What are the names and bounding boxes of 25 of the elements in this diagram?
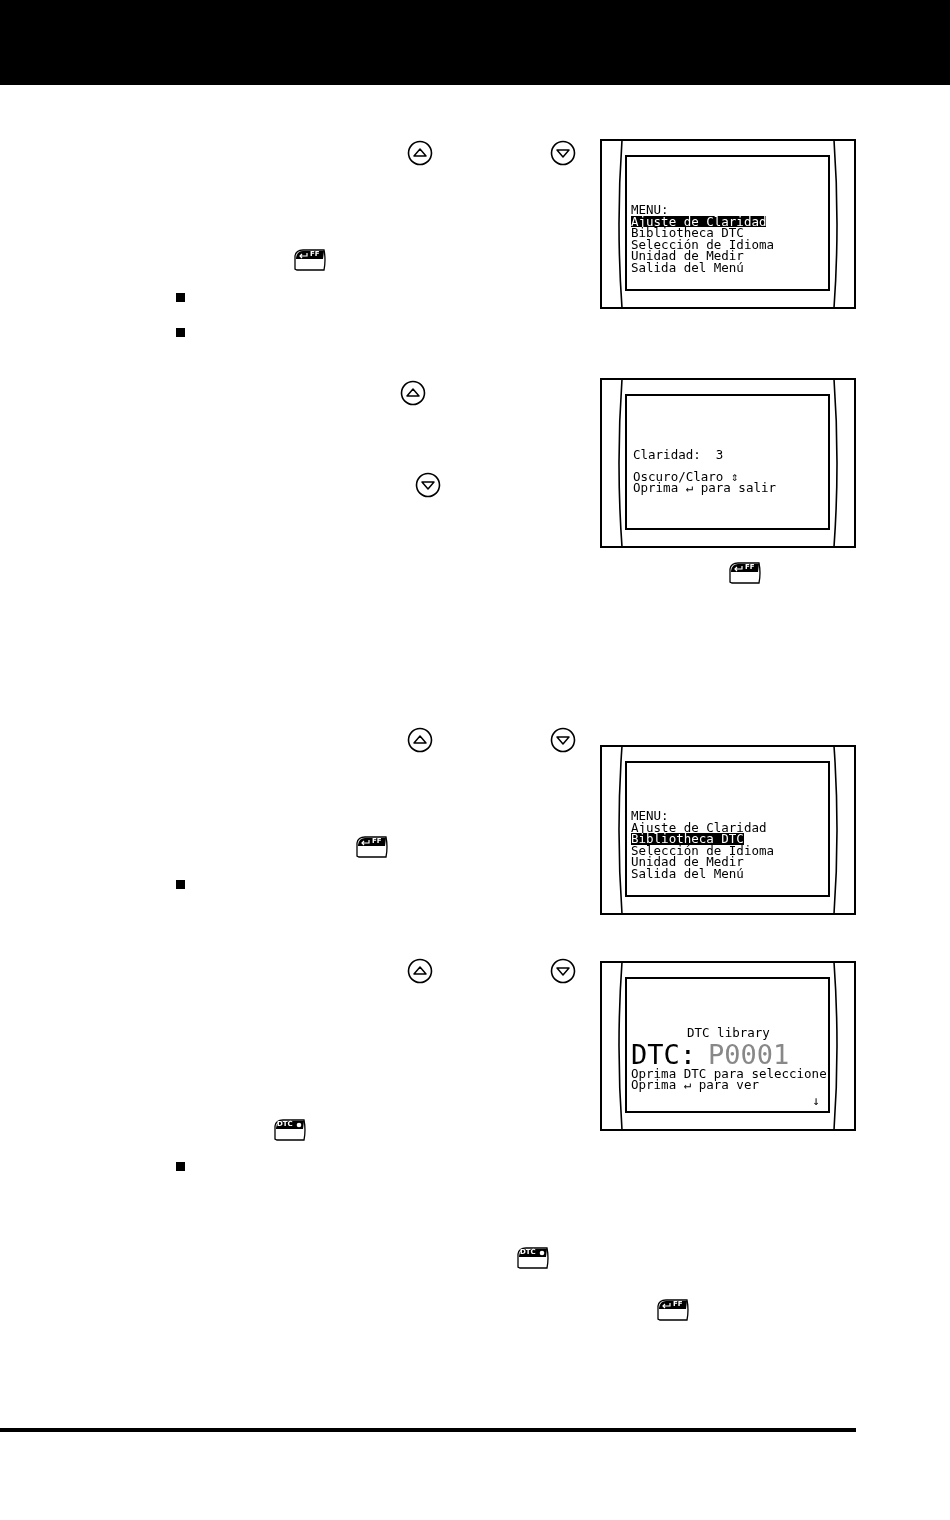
highlighted-menu-item: Ajuste de Claridad: [631, 215, 767, 228]
screen-text: Ajuste de Claridad: [631, 821, 767, 834]
screen-text: Oprima DTC para seleccione: [631, 1067, 827, 1080]
screen-text: Salida del Menú: [631, 867, 744, 880]
screen-text: Claridad: 3: [633, 449, 724, 461]
highlighted-menu-item: Bibliotheca DTC: [631, 833, 744, 845]
screen-text: DTC library: [687, 1027, 770, 1039]
screen-text: P0001: [708, 1042, 790, 1067]
screen-text: Salida del Menú: [631, 261, 744, 274]
screen-text: Unidad de Medir: [631, 856, 744, 868]
screen-text: Oprima ↵ para ver: [631, 1079, 759, 1091]
screen-text: MENU:: [631, 204, 669, 216]
device-screen: [600, 961, 856, 1131]
screen-text: DTC:: [631, 1042, 697, 1067]
device-screen: [600, 378, 856, 548]
screen-text: MENU:: [631, 810, 669, 822]
device-screen: [600, 745, 856, 915]
screen-text: Unidad de Medir: [631, 250, 744, 262]
device-screen: [600, 139, 856, 309]
screen-text: Selección de Idioma: [631, 238, 774, 251]
screen-text: Selección de Idioma: [631, 844, 774, 857]
screen-text: ↓: [812, 1095, 820, 1107]
screen-text: Oscuro/Claro ⇕: [633, 470, 739, 483]
screen-text: Oprima ↵ para salir: [633, 482, 776, 494]
screen-text: Bibliotheca DTC: [631, 227, 744, 239]
